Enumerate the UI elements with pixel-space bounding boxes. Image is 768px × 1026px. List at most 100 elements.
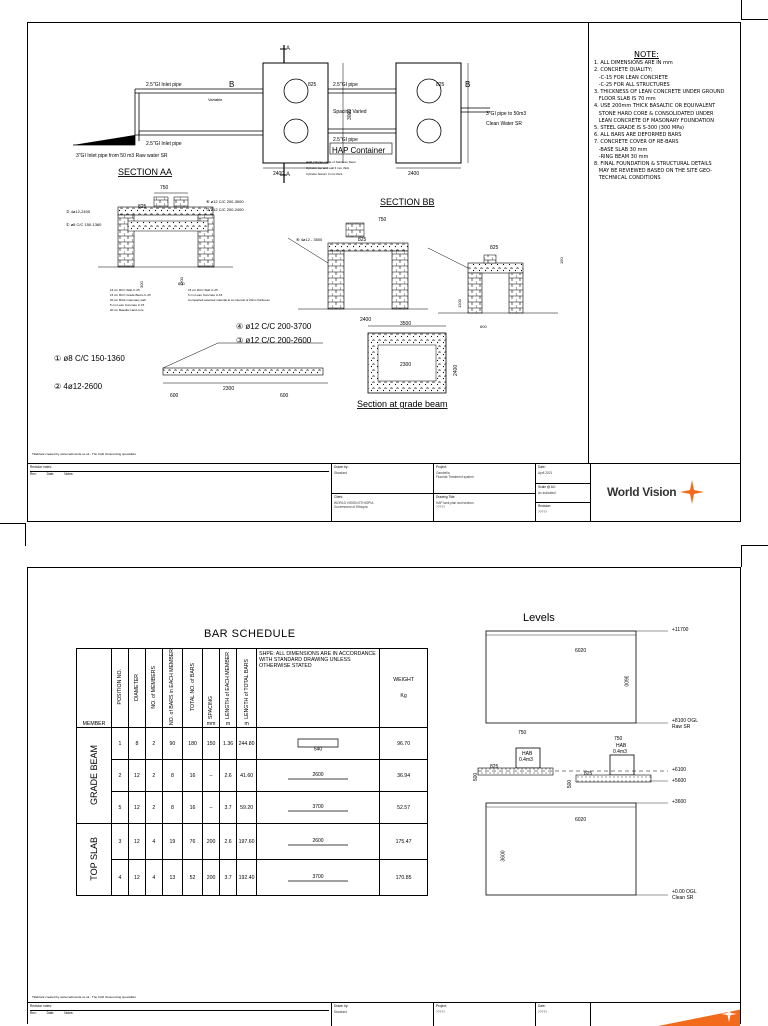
level-3600: +3600 [672, 799, 687, 805]
levels-d825a: 825 [490, 764, 499, 770]
bs-header-length-each: LENGTH of EACH MEMBER [225, 652, 232, 720]
cell-pos: 5 [110, 791, 129, 825]
plan-dim-2400-left: 2400 [273, 171, 284, 177]
titleblock-2: Revision notes: Rev: Date: Notes: Drawn … [28, 1002, 740, 1026]
level-11700: +11700 [672, 627, 689, 633]
revision-notes-label-2: Revision notes: [30, 1004, 52, 1008]
grade-beam-bar2: ② 4ø12-2600 [54, 382, 103, 391]
section-aa-legend-5: 20 cm Basaltic Hard core [110, 308, 144, 312]
cell-total_len: 41.60 [236, 759, 258, 793]
plan-outlet-label-2: Clean Water SR [486, 121, 522, 127]
revision-label: Revision: [538, 504, 552, 508]
date-value: April 2021 [538, 471, 553, 475]
bar-shape-dim: 3700 [313, 804, 324, 810]
cell-shape: 3700 [256, 791, 381, 825]
drawn-by-label: Drawn by: [334, 465, 349, 469]
section-aa-legend-6: 15 cm RCC Slab C-25 [188, 288, 218, 292]
date-label: Date: [538, 465, 546, 469]
plan-inlet-bottom-label: 2.5"GI Inlet pipe [146, 141, 182, 147]
titleblock-revision-no: Revision: ????? [535, 502, 590, 522]
plan-dim-2400-right: 2400 [408, 171, 419, 177]
bar-schedule-table: MEMBER POSITION NO. DIAMETER NO. of MEMB… [76, 647, 428, 897]
plan-pipe-top-label: 2.5"GI pipe [333, 82, 358, 88]
section-aa-bar4: ③ ø12 C/C 200-2400 [206, 207, 244, 212]
titleblock-client: Client: WORLD VISION ETHIOPIA Government… [331, 493, 433, 522]
world-vision-logo: World Vision [607, 478, 706, 506]
note-item: 6. ALL BARS ARE DEFORMED BARS [594, 132, 682, 139]
hap-note-1: HAP Cilinder made of Stainless Steel [306, 160, 356, 164]
level-8100-label: Raw SR [672, 724, 691, 730]
cell-bars: 8 [161, 791, 183, 825]
cell-spacing: – [202, 791, 221, 825]
cell-shape: 540 [256, 727, 381, 761]
crop-mark [25, 523, 26, 546]
grade-beam-dim-600b: 600 [280, 393, 289, 399]
plan-view [73, 45, 490, 183]
cell-dia: 12 [127, 759, 146, 793]
cell-pos: 3 [110, 823, 129, 861]
plan-inlet-top-label: 2.5"GI Inlet pipe [146, 82, 182, 88]
cell-dia: 12 [127, 823, 146, 861]
section-aa-drawing [98, 192, 233, 268]
bar-shape-dim: 3700 [313, 874, 324, 880]
bs-unit-weight: Kg [400, 693, 407, 700]
cell-pos: 4 [110, 859, 129, 897]
client-value-1: WORLD VISION ETHIOPIA [334, 501, 374, 505]
bs-header-shape: SHPE: ALL DIMENSIONS ARE IN ACCORDANCE W… [259, 651, 376, 669]
plan-dim-825-right: 825 [436, 82, 445, 88]
cell-shape: 3700 [256, 859, 381, 897]
levels-d750b: 750 [614, 736, 623, 742]
section-aa-legend-1: 15 cm RCC Slab C-25 [110, 288, 140, 292]
titleblock-2-drawn-by: Drawn by: Standard [331, 1003, 433, 1026]
bar-schedule-title: BAR SCHEDULE [204, 628, 296, 640]
section-aa-dim-1200: 1200 [179, 276, 184, 286]
crop-mark [741, 545, 768, 546]
section-bb-dim-825b: 825 [490, 245, 499, 251]
crop-mark [741, 19, 768, 20]
titleblock-1: Revision notes: Rev: Date: Notes: Drawn … [28, 463, 740, 522]
notes-col-label: Notes: [64, 472, 74, 476]
section-bb-dim-1200: 1200 [457, 298, 462, 308]
hap-container-label: HAP Container [332, 146, 386, 155]
cell-dia: 8 [127, 727, 146, 761]
world-vision-star-icon-2 [658, 1006, 740, 1026]
section-bb-title: SECTION BB [380, 197, 435, 207]
scale-label: Scale @ A3: [538, 485, 556, 489]
bs-header-member: MEMBER [82, 721, 106, 728]
section-bb-drawing [287, 222, 558, 314]
cell-total: 16 [181, 759, 204, 793]
levels-diagram [477, 630, 668, 896]
bs-header-length-total: LENGTH of TOTAL BARS [243, 659, 250, 720]
grade-beam-section-dim-2300: 2300 [400, 362, 411, 368]
cell-total: 180 [181, 727, 204, 761]
section-aa-legend-7: 5 cm Lean Concrete C-15 [188, 293, 223, 297]
cell-pos: 1 [110, 727, 129, 761]
section-aa-bar1: ① ø8 C/C 150-1360 [66, 222, 102, 227]
note-item: 4. USE 200mm THICK BASALTIC OR EQUIVALEN… [594, 103, 716, 110]
section-bb-dim-600: 600 [480, 324, 487, 329]
titleblock-2-logo [590, 1003, 740, 1026]
cell-bars: 13 [161, 859, 183, 897]
bs-header-bars-each: NO. of BARS in EACH MEMBER [169, 649, 176, 726]
bs-header-position: POSITION NO. [116, 669, 123, 705]
section-aa-title: SECTION AA [118, 167, 172, 177]
cell-len: 3.7 [219, 859, 238, 897]
notes-col-label-2: Notes: [64, 1011, 74, 1015]
levels-d500b: 500 [567, 779, 574, 789]
hap-note-2: Cylinder top and wall 3 mm thick [306, 166, 350, 170]
levels-w1: 6020 [575, 648, 587, 654]
client-value-2: Government of Ethiopia [334, 505, 368, 509]
revision-value: ????? [538, 510, 547, 514]
grade-beam-section-dim-2400: 2400 [453, 365, 459, 376]
titleblock-2-revision: Revision notes: Rev: Date: Notes: [28, 1003, 331, 1026]
section-marker-a-bottom: A [286, 172, 290, 178]
cell-dia: 12 [127, 791, 146, 825]
note-item: 3. THICKNESS OF LEAN CONCRETE UNDER GROU… [594, 89, 725, 96]
levels-hab2b: 0.4m3 [613, 749, 627, 755]
titleblock-date: Date: April 2021 [535, 464, 590, 483]
titleblock-credit: Titleblock created by www.cadmonds.co.uk… [32, 452, 136, 456]
project-label-2: Project: [436, 1004, 447, 1008]
titleblock-project: Project: Gambella Fluoride Treatment sys… [433, 464, 535, 493]
